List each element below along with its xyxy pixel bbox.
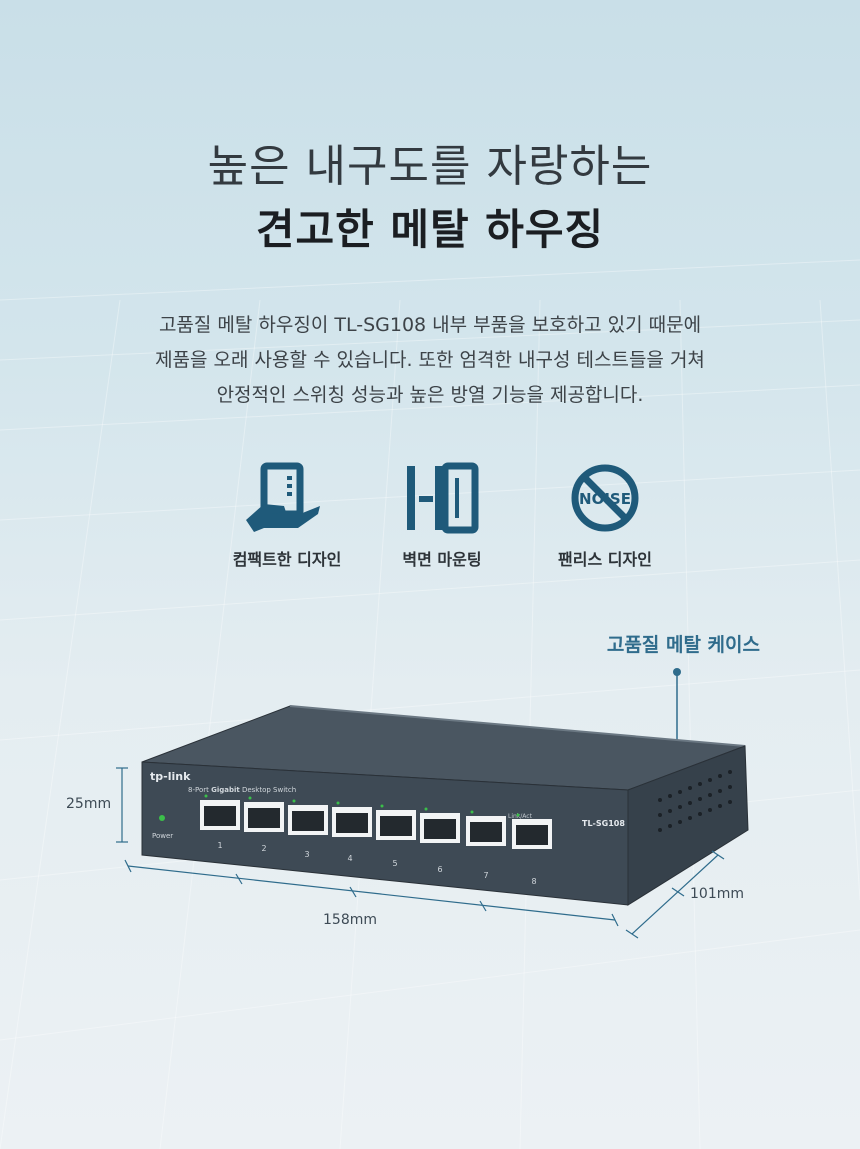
description-line: 고품질 메탈 하우징이 TL-SG108 내부 부품을 보호하고 있기 때문에	[158, 314, 702, 336]
feature-wall-mount: 벽면 마운팅	[357, 462, 527, 570]
port-number: 5	[392, 859, 397, 868]
feature-label: 벽면 마운팅	[402, 550, 482, 569]
switch-device-illustration: tp-link 8-Port Gigabit Desktop Switch TL…	[116, 668, 749, 939]
port-number: 3	[304, 850, 309, 859]
port-number: 4	[347, 854, 352, 863]
feature-label: 팬리스 디자인	[558, 550, 652, 569]
description-line: 제품을 오래 사용할 수 있습니다. 또한 엄격한 내구성 테스트들을 거쳐	[155, 349, 705, 371]
port-number: 7	[483, 871, 488, 880]
description: 고품질 메탈 하우징이 TL-SG108 내부 부품을 보호하고 있기 때문에 …	[60, 308, 800, 413]
callout-dot	[673, 668, 681, 676]
ethernet-port: 5	[376, 810, 416, 868]
noise-icon-text: NOISE	[579, 490, 631, 508]
brand-logo: tp-link	[150, 770, 191, 783]
dimension-depth: 101mm	[690, 886, 744, 902]
link-act-label: Link/Act	[508, 813, 533, 820]
heading-line-1: 높은 내구도를 자랑하는	[207, 141, 653, 192]
power-led	[159, 815, 165, 821]
ethernet-port: 8	[512, 819, 552, 886]
wall-mount-icon	[407, 462, 479, 534]
model-label: TL-SG108	[582, 819, 625, 828]
no-noise-icon: NOISE	[571, 464, 639, 532]
feature-label: 컴팩트한 디자인	[232, 550, 342, 569]
ethernet-port: 7	[466, 816, 506, 880]
port-number: 2	[261, 844, 266, 853]
port-number: 8	[531, 877, 536, 886]
port-number: 1	[217, 841, 222, 850]
device-subtitle: 8-Port Gigabit Desktop Switch	[188, 786, 296, 794]
description-line: 안정적인 스위칭 성능과 높은 방열 기능을 제공합니다.	[216, 384, 644, 406]
ethernet-port: 1	[200, 800, 240, 850]
heading-line-2: 견고한 메탈 하우징	[255, 205, 605, 254]
port-number: 6	[437, 865, 442, 874]
ethernet-port: 6	[420, 813, 460, 874]
feature-compact-design: 컴팩트한 디자인	[202, 462, 372, 570]
dimension-height: 25mm	[66, 796, 112, 812]
ethernet-port: 4	[332, 807, 372, 863]
dimension-width: 158mm	[323, 912, 377, 928]
ethernet-port: 2	[244, 802, 284, 853]
power-label: Power	[152, 832, 173, 840]
port-group: 1 2 3 4 5 6 7 8	[200, 800, 552, 886]
compact-hand-icon	[246, 462, 320, 532]
callout-label: 고품질 메탈 케이스	[606, 634, 760, 656]
feature-fanless-design: NOISE 팬리스 디자인	[520, 462, 690, 570]
ethernet-port: 3	[288, 805, 328, 859]
